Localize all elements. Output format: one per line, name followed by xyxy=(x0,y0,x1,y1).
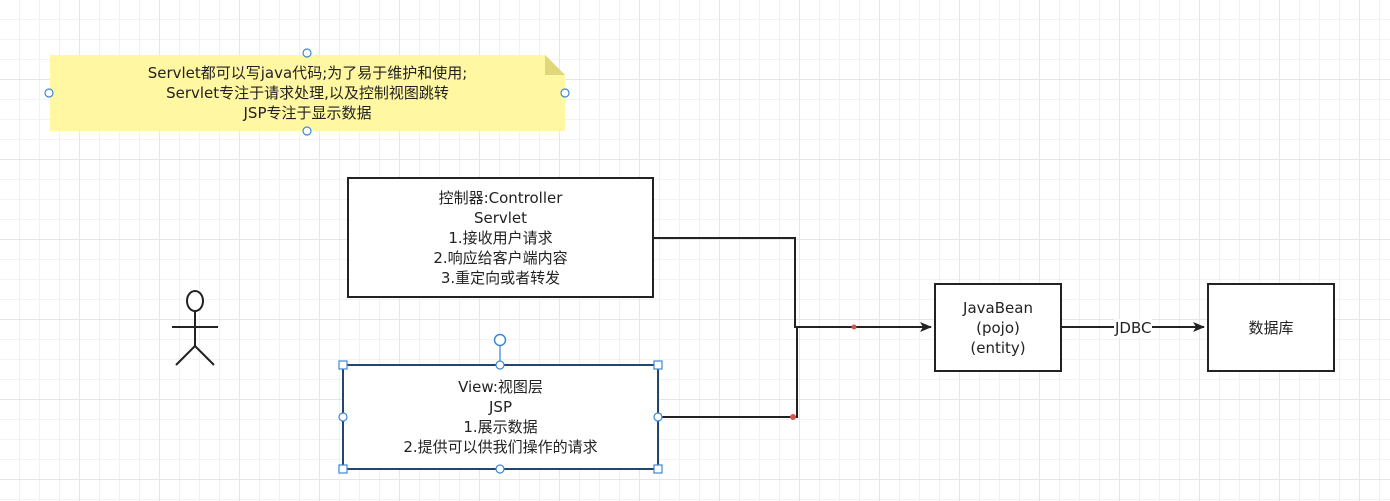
view-label: View:视图层 JSP 1.展示数据 2.提供可以供我们操作的请求 xyxy=(344,366,657,468)
view-rotate-handle[interactable] xyxy=(493,333,507,347)
note-line: JSP专注于显示数据 xyxy=(243,104,372,122)
view-line: JSP xyxy=(489,398,512,416)
note-text: Servlet都可以写java代码;为了易于维护和使用; Servlet专注于请… xyxy=(50,55,565,131)
view-line: View:视图层 xyxy=(458,378,543,396)
note-handle-left[interactable] xyxy=(44,88,54,98)
view-handle-top[interactable] xyxy=(495,360,505,370)
jdbc-edge-label: JDBC xyxy=(1114,319,1153,337)
note-resize-handles[interactable] xyxy=(44,48,570,136)
note-line: Servlet都可以写java代码;为了易于维护和使用; xyxy=(147,64,468,82)
javabean-label: JavaBean (pojo) (entity) xyxy=(936,285,1060,370)
view-handle-bottom[interactable] xyxy=(495,464,505,474)
view-to-javabean-edge[interactable] xyxy=(658,327,798,418)
controller-line: 1.接收用户请求 xyxy=(448,228,553,247)
database-box[interactable] xyxy=(1207,283,1335,372)
controller-line: 2.响应给客户端内容 xyxy=(433,248,568,267)
note-handle-bottom[interactable] xyxy=(302,126,312,136)
javabean-line: (pojo) xyxy=(976,318,1020,337)
note-handle-top[interactable] xyxy=(302,48,312,58)
controller-line: 3.重定向或者转发 xyxy=(440,268,561,287)
database-label: 数据库 xyxy=(1209,285,1333,370)
view-handle-top-left[interactable] xyxy=(338,360,348,370)
javabean-line: (entity) xyxy=(970,338,1026,357)
javabean-line: JavaBean xyxy=(963,298,1033,317)
database-text: 数据库 xyxy=(1248,318,1294,337)
controller-to-javabean-edge[interactable] xyxy=(653,237,932,332)
edge-waypoint[interactable] xyxy=(790,414,796,420)
view-selection-handles[interactable] xyxy=(338,333,663,474)
view-line: 1.展示数据 xyxy=(463,418,538,436)
view-handle-bottom-right[interactable] xyxy=(653,464,663,474)
note-line: Servlet专注于请求处理,以及控制视图跳转 xyxy=(166,84,449,102)
sticky-note[interactable] xyxy=(50,55,565,131)
view-handle-right[interactable] xyxy=(653,412,663,422)
view-handle-left[interactable] xyxy=(338,412,348,422)
view-handle-bottom-left[interactable] xyxy=(338,464,348,474)
user-actor-icon[interactable] xyxy=(172,290,218,366)
javabean-box[interactable] xyxy=(934,283,1062,372)
controller-line: Servlet xyxy=(473,208,528,227)
note-handle-right[interactable] xyxy=(560,88,570,98)
view-handle-top-right[interactable] xyxy=(653,360,663,370)
view-line: 2.提供可以供我们操作的请求 xyxy=(403,438,598,456)
edge-waypoint[interactable] xyxy=(851,324,857,330)
controller-label: 控制器:Controller Servlet 1.接收用户请求 2.响应给客户端… xyxy=(349,179,652,296)
controller-line: 控制器:Controller xyxy=(438,188,563,207)
controller-box[interactable] xyxy=(347,177,654,298)
